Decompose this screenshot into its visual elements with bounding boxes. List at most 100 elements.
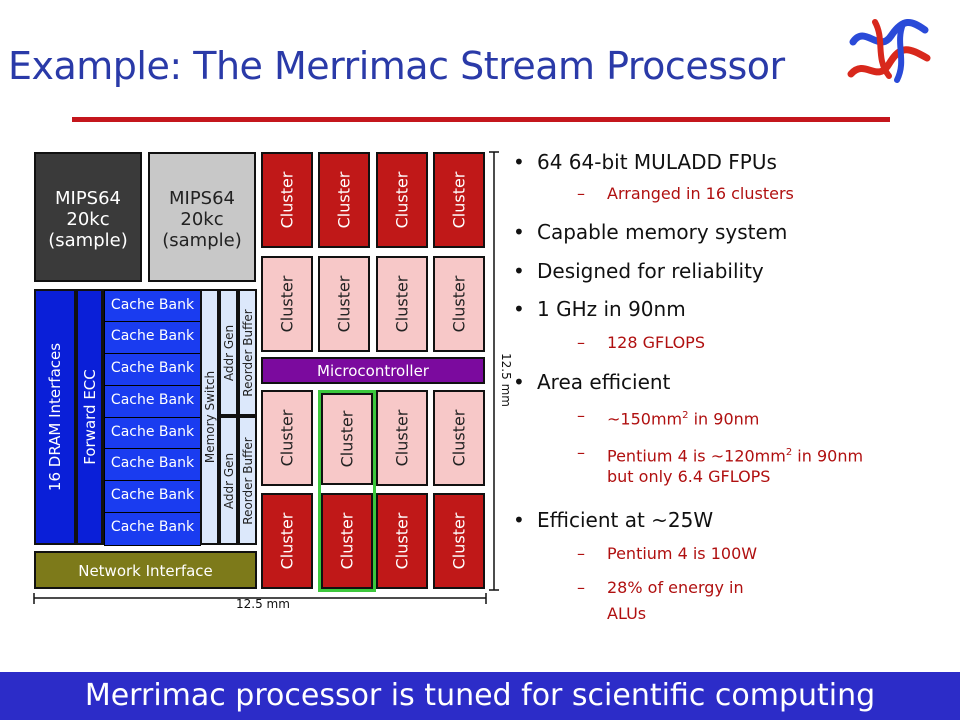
cluster-label: Cluster <box>277 409 297 467</box>
mips-right-line3: (sample) <box>162 230 242 251</box>
sub-bullet-item: – Arranged in 16 clusters <box>577 183 794 205</box>
mips-right-line2: 20kc <box>180 209 224 230</box>
highlight-outline <box>318 390 376 592</box>
sub-bullet-text: Pentium 4 is 100W <box>607 544 758 563</box>
sub-bullet-text: 128 GFLOPS <box>607 333 705 352</box>
cluster-label: Cluster <box>449 171 469 229</box>
cluster-label: Cluster <box>334 171 354 229</box>
bullet-item: Designed for reliability <box>513 259 764 283</box>
addr-gen-top: Addr Gen <box>219 289 238 416</box>
cluster: Cluster <box>376 493 428 589</box>
mips-left-line3: (sample) <box>48 230 128 251</box>
mips-right-line1: MIPS64 <box>168 188 236 209</box>
cache-bank: Cache Bank <box>104 448 201 482</box>
cluster: Cluster <box>321 493 373 589</box>
cache-bank: Cache Bank <box>104 417 201 450</box>
width-dimension-label: 12.5 mm <box>236 597 290 611</box>
cluster: Cluster <box>261 390 313 486</box>
mips-core-right: MIPS64 20kc (sample) <box>148 152 256 282</box>
addr-gen-bottom: Addr Gen <box>219 416 238 545</box>
mips-core-left: MIPS64 20kc (sample) <box>34 152 142 282</box>
logo-icon <box>847 19 931 83</box>
reorder-buffer-bottom: Reorder Buffer <box>238 416 257 545</box>
bullet-item: 1 GHz in 90nm <box>513 297 686 321</box>
cluster-label: Cluster <box>449 512 469 570</box>
cluster: Cluster <box>433 493 485 589</box>
sub-bullet-text: ~150mm <box>607 409 683 429</box>
slide-title: Example: The Merrimac Stream Processor <box>8 44 785 88</box>
title-underline <box>72 117 890 122</box>
bullet-item: Capable memory system <box>513 220 787 244</box>
cluster: Cluster <box>318 152 370 248</box>
cluster: Cluster <box>261 152 313 248</box>
cluster-label: Cluster <box>392 171 412 229</box>
cluster-label: Cluster <box>392 275 412 333</box>
cluster: Cluster <box>433 390 485 486</box>
dash: – <box>577 443 585 462</box>
cluster-label: Cluster <box>334 275 354 333</box>
network-interface-block: Network Interface <box>34 551 257 589</box>
cluster: Cluster <box>376 152 428 248</box>
dash: – <box>577 333 585 352</box>
superscript: 2 <box>682 410 689 421</box>
cluster: Cluster <box>261 493 313 589</box>
height-dimension-label: 12.5 mm <box>499 353 513 407</box>
cluster: Cluster <box>321 393 373 485</box>
mips-left-line1: MIPS64 <box>54 188 122 209</box>
memory-switch-block: Memory Switch <box>200 289 219 545</box>
reorder-buffer-top: Reorder Buffer <box>238 289 257 416</box>
cluster-label: Cluster <box>277 512 297 570</box>
sub-bullet-item: – Pentium 4 is 100W <box>577 543 758 565</box>
cluster-label: Cluster <box>449 409 469 467</box>
sub-bullet-text: in 90nm <box>792 446 864 466</box>
width-dimension-line <box>33 593 487 604</box>
sub-bullet-text: 28% of energy in <box>607 578 744 597</box>
cluster: Cluster <box>318 256 370 352</box>
dash: – <box>577 544 585 563</box>
cache-bank: Cache Bank <box>104 385 201 419</box>
dram-interfaces-block: 16 DRAM Interfaces <box>34 289 76 545</box>
mips-left-line2: 20kc <box>66 209 110 230</box>
reorder-buffer-label: Reorder Buffer <box>240 308 255 397</box>
bullet-item: Area efficient <box>513 370 670 394</box>
cache-bank: Cache Bank <box>104 480 201 514</box>
sub-bullet-continuation: but only 6.4 GFLOPS <box>607 467 771 486</box>
superscript: 2 <box>785 447 793 458</box>
sub-bullet-continuation: ALUs <box>607 604 647 623</box>
cluster: Cluster <box>376 256 428 352</box>
cluster-label: Cluster <box>277 275 297 333</box>
cache-bank: Cache Bank <box>104 321 201 355</box>
sub-bullet-item: – 28% of energy in <box>577 577 744 599</box>
addr-gen-label: Addr Gen <box>221 452 236 509</box>
memory-switch-label: Memory Switch <box>202 370 217 464</box>
dash: – <box>577 406 585 425</box>
footer-banner: Merrimac processor is tuned for scientif… <box>0 672 960 720</box>
cluster: Cluster <box>433 256 485 352</box>
cache-bank: Cache Bank <box>104 353 201 387</box>
height-dimension-line <box>489 151 499 591</box>
cluster: Cluster <box>433 152 485 248</box>
dash: – <box>577 184 585 203</box>
dash: – <box>577 578 585 597</box>
cache-bank: Cache Bank <box>104 512 201 546</box>
cluster-label: Cluster <box>449 275 469 333</box>
reorder-buffer-label: Reorder Buffer <box>240 436 255 525</box>
bullet-item: Efficient at ~25W <box>513 508 713 532</box>
sub-bullet-item: –Pentium 4 is ~120mm2 in 90nm <box>577 442 864 467</box>
cluster: Cluster <box>376 390 428 486</box>
forward-ecc-label: Forward ECC <box>80 369 99 465</box>
sub-bullet-item: – 128 GFLOPS <box>577 332 705 354</box>
sub-bullet-item: – ~150mm2 in 90nm <box>577 405 760 430</box>
cluster-label: Cluster <box>392 512 412 570</box>
sub-bullet-text: Arranged in 16 clusters <box>607 184 794 203</box>
forward-ecc-block: Forward ECC <box>76 289 103 545</box>
dram-interfaces-label: 16 DRAM Interfaces <box>46 342 64 492</box>
addr-gen-label: Addr Gen <box>221 324 236 381</box>
bullet-item: 64 64-bit MULADD FPUs <box>513 150 777 174</box>
sub-bullet-text: in 90nm <box>688 409 760 429</box>
cluster-label: Cluster <box>392 409 412 467</box>
cluster: Cluster <box>261 256 313 352</box>
cache-bank: Cache Bank <box>104 290 201 323</box>
microcontroller-block: Microcontroller <box>261 357 485 384</box>
cluster-label: Cluster <box>277 171 297 229</box>
